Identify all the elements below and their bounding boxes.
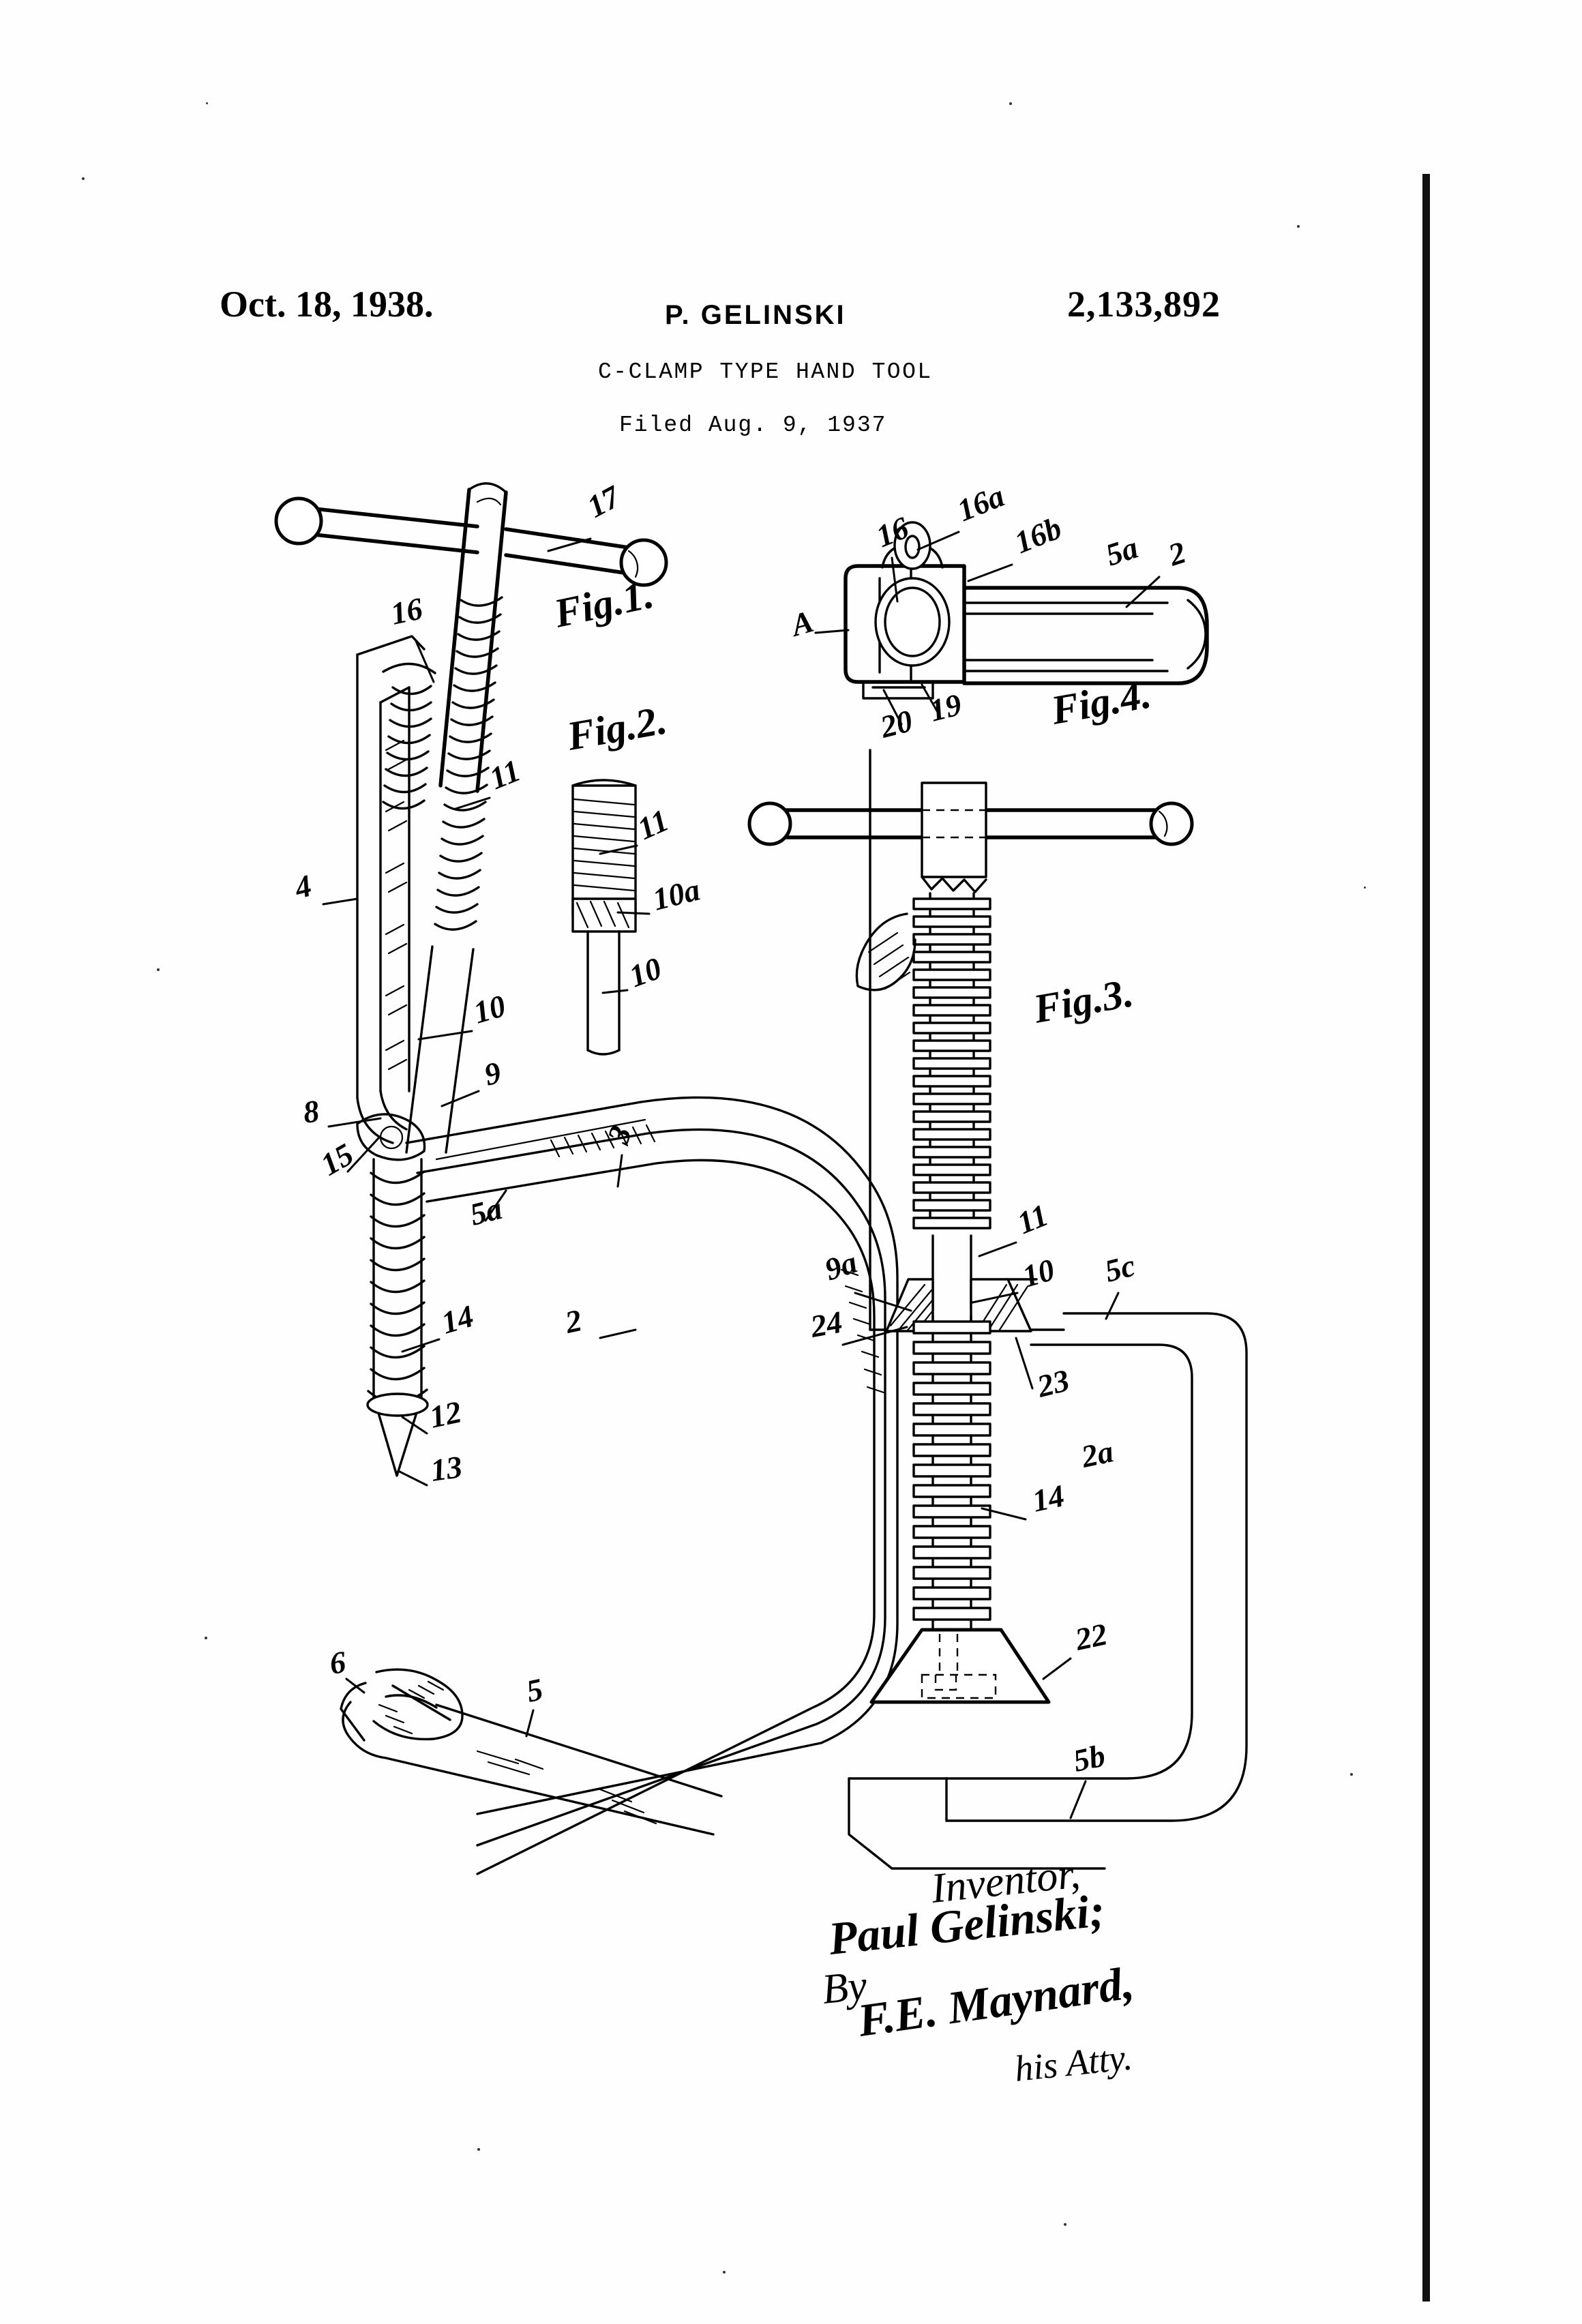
scan-speck [206, 102, 208, 104]
fig3-ref-9a: 9a [820, 1245, 861, 1287]
fig1-screw-upper [405, 482, 508, 1154]
fig4-ref-A: A [786, 604, 817, 643]
signature-block: Inventor, Paul Gelinski; By F.E. Maynard… [820, 1850, 1137, 2089]
ref-3: 3 [600, 1121, 638, 1148]
fig3-ref-2a: 2a [1077, 1433, 1116, 1474]
scan-speck [205, 1637, 207, 1639]
scan-speck [723, 2271, 726, 2274]
patent-number: 2,133,892 [1067, 284, 1221, 325]
ref-2: 2 [561, 1302, 584, 1340]
sig-attorney-title: his Atty. [1013, 2036, 1134, 2089]
fig3-ref-11: 11 [1013, 1197, 1053, 1241]
fig4-ref-2: 2 [1163, 535, 1190, 573]
fig4-caption: Fig.4. [1047, 671, 1154, 733]
fig3-ref-24: 24 [807, 1305, 845, 1344]
ref-12: 12 [426, 1394, 464, 1434]
fig3-upper-thread-ribs [912, 897, 991, 1230]
scan-speck [1350, 1773, 1353, 1776]
ref-10: 10 [470, 988, 509, 1030]
scan-speck [157, 968, 160, 971]
fig3-ref-23: 23 [1033, 1362, 1073, 1404]
fig3-lower-screw [912, 1315, 991, 1631]
fig3-upper-screw [855, 892, 991, 1311]
ref-6: 6 [327, 1644, 348, 1681]
figure-4-drawing: 16a 16 16b 5a 2 A 20 19 Fig.4. [786, 478, 1209, 745]
fig1-lower-jaw [340, 1668, 723, 1836]
fig3-ref-22: 22 [1071, 1616, 1110, 1657]
figure-3-drawing: 11 9a 10 5c 24 23 2a 14 22 5b Fig.3. [747, 749, 1248, 1870]
fig3-ref-5b: 5b [1070, 1738, 1108, 1778]
scan-speck [1009, 102, 1012, 105]
ref-4: 4 [290, 868, 315, 906]
fig2-ref-10a: 10a [649, 872, 703, 917]
fig1-leader-lines [322, 537, 637, 1738]
figure-1-drawing: 17 16 11 4 10 9 8 15 3 5a 14 2 12 13 6 5… [274, 478, 899, 1875]
ref-13: 13 [428, 1449, 464, 1488]
fig3-caption: Fig.3. [1030, 970, 1137, 1032]
fig2-thread-hatching [573, 798, 636, 892]
ref-17: 17 [582, 478, 627, 524]
fig2-shoulder-hatching [576, 900, 630, 929]
fig2-caption: Fig.2. [563, 697, 670, 759]
fig4-ref-20: 20 [876, 703, 916, 745]
ref-9: 9 [481, 1055, 505, 1092]
fig1-reference-numerals: 17 16 11 4 10 9 8 15 3 5a 14 2 12 13 6 5 [290, 478, 638, 1709]
fig3-bushing-assembly [885, 1278, 1038, 1332]
ref-15: 15 [315, 1136, 359, 1182]
fig4-ref-16b: 16b [1010, 510, 1066, 560]
scan-speck [82, 177, 85, 180]
fig3-t-handle [747, 781, 1194, 893]
fig3-ref-10: 10 [1019, 1252, 1058, 1294]
patent-date: Oct. 18, 1938. [220, 284, 434, 325]
fig1-lower-thread-marks [367, 1170, 428, 1404]
fig4-ref-19: 19 [926, 687, 965, 728]
scan-edge-artifact [1422, 174, 1430, 2301]
fig4-leader-lines [814, 531, 1161, 726]
fig1-arm-hatching [385, 739, 408, 1071]
sig-by-label: By [820, 1962, 869, 2013]
fig3-lower-thread-ribs [912, 1320, 991, 1621]
fig1-upper-arm [356, 635, 426, 1144]
figure-2-drawing: 11 10a 10 Fig.2. [563, 697, 703, 1056]
sig-attorney-name: F.E. Maynard, [854, 1956, 1137, 2046]
fig1-t-handle [274, 496, 668, 587]
ref-5a: 5a [466, 1191, 505, 1232]
scan-speck [477, 2148, 480, 2151]
ref-5: 5 [523, 1671, 546, 1709]
scan-speck [1364, 887, 1366, 889]
ref-14: 14 [438, 1298, 477, 1341]
fig1-lower-screw [366, 1158, 429, 1477]
ref-16: 16 [387, 591, 426, 631]
ref-8: 8 [301, 1093, 321, 1130]
fig3-ref-14: 14 [1029, 1478, 1067, 1518]
fig3-leader-lines [841, 1241, 1120, 1819]
fig1-thread-marks [434, 596, 503, 931]
patent-filed-date: Filed Aug. 9, 1937 [619, 413, 887, 438]
fig2-ref-11: 11 [632, 803, 673, 846]
fig4-ref-5a: 5a [1101, 530, 1142, 573]
ref-11: 11 [485, 753, 525, 796]
scan-speck [1064, 2223, 1066, 2226]
patent-inventor: P. GELINSKI [665, 300, 846, 330]
fig1-caption: Fig.1. [550, 571, 657, 636]
patent-title: C-CLAMP TYPE HAND TOOL [598, 359, 933, 385]
fig3-ref-5c: 5c [1101, 1248, 1138, 1289]
fig4-ref-16a: 16a [953, 478, 1009, 528]
fig3-gear-hatching [867, 932, 911, 990]
scan-speck [1297, 225, 1300, 228]
fig2-ref-10: 10 [625, 951, 666, 994]
fig1-jaw-hatching [378, 1680, 657, 1825]
fig3-swivel-pad [869, 1628, 1051, 1704]
